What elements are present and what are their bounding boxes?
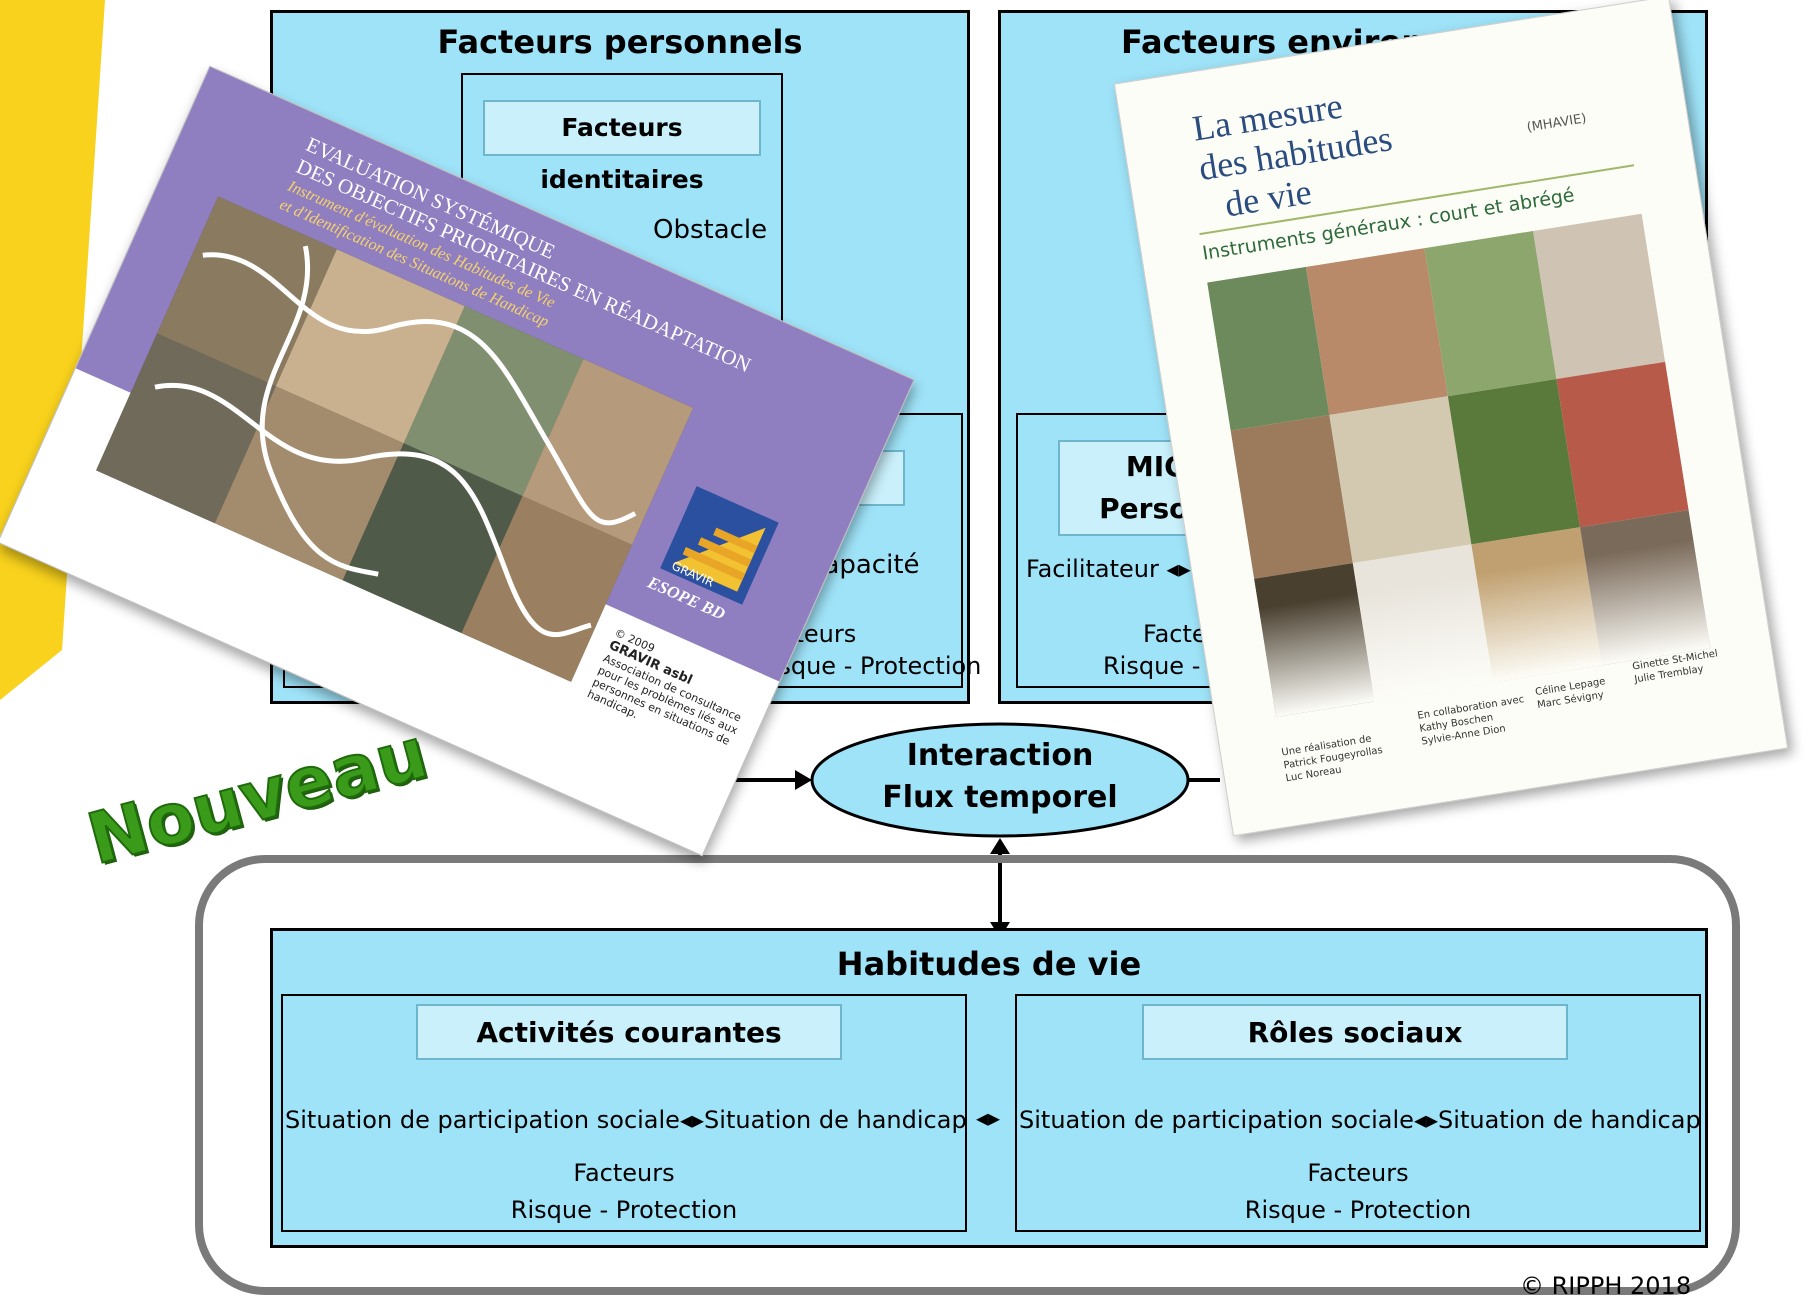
activities-label: Activités courantes [416,1004,842,1060]
gravir-logo [660,486,779,605]
personal-factors-title: Facteurs personnels [437,23,803,61]
copyright: © RIPPH 2018 [1520,1272,1692,1300]
mhavie-cover: La mesure des habitudes de vie (MHAVIE) … [1113,0,1789,837]
mhavie-footer-3: Céline Lepage Marc Sévigny [1534,676,1607,711]
mhavie-abbr: (MHAVIE) [1525,111,1588,136]
activities-factors: Facteurs [573,1159,675,1187]
habits-title: Habitudes de vie [836,945,1142,983]
habits-panel: Habitudes de vie Activités courantes Sit… [270,928,1708,1248]
roles-situation: Situation de participation sociale◂▸Situ… [1019,1106,1701,1134]
esope-photo-collage [96,196,694,682]
roles-factors: Facteurs [1307,1159,1409,1187]
interaction-line1: Interaction [906,738,1094,773]
identity-label: Facteurs identitaires [483,100,761,194]
activities-box: Activités courantes Situation de partici… [281,994,967,1232]
roles-box: Rôles sociaux Situation de participation… [1015,994,1701,1232]
esope-cover: EVALUATION SYSTÉMIQUE DES OBJECTIFS PRIO… [0,65,915,857]
roles-label: Rôles sociaux [1142,1004,1568,1060]
mhavie-photo-grid [1207,213,1711,718]
interaction-line2: Flux temporel [882,780,1118,815]
protection-text: Risque - Protection [755,652,982,680]
obstacle-text: Obstacle [653,215,768,245]
mhavie-footer-2: En collaboration avec Kathy Boschen Sylv… [1416,694,1525,748]
roles-protection: Risque - Protection [1244,1196,1472,1224]
activities-protection: Risque - Protection [510,1196,738,1224]
mhavie-footer-1: Une réalisation de Patrick Fougeyrollas … [1280,733,1384,785]
link-arrow: ◂▸ [975,1104,1001,1132]
new-section-outline [195,855,1740,1295]
activities-situation: Situation de participation sociale◂▸Situ… [285,1106,967,1134]
interaction-connector [700,722,1220,838]
